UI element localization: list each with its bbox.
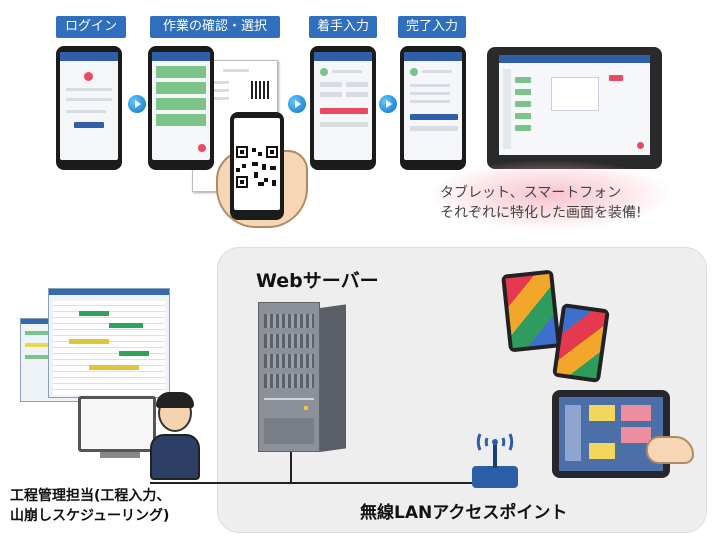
wifi-icon bbox=[476, 433, 514, 451]
tablet-illustration bbox=[552, 390, 670, 478]
step-complete-label: 完了入力 bbox=[398, 16, 466, 38]
qr-code-icon bbox=[236, 146, 278, 188]
access-point-label: 無線LANアクセスポイント bbox=[360, 503, 568, 523]
smartphone-illustration bbox=[552, 303, 610, 383]
schedule-window bbox=[48, 288, 170, 398]
network-line-horizontal bbox=[150, 482, 496, 484]
pc-monitor bbox=[78, 396, 156, 452]
server-icon bbox=[258, 302, 346, 452]
pc-keyboard bbox=[100, 452, 140, 458]
qr-phone bbox=[230, 112, 284, 220]
arrow-right-icon bbox=[379, 95, 397, 113]
step-start-label: 着手入力 bbox=[309, 16, 377, 38]
arrow-right-icon bbox=[128, 95, 146, 113]
login-phone bbox=[56, 46, 122, 170]
arrow-right-icon bbox=[288, 95, 306, 113]
server-title: Webサーバー bbox=[256, 270, 379, 292]
manager-label-line-2: 山崩しスケジューリング) bbox=[10, 508, 170, 524]
caption-highlight bbox=[430, 160, 670, 230]
hand-icon bbox=[646, 436, 694, 464]
access-point-antenna bbox=[493, 440, 497, 468]
manager-label: 工程管理担当(工程入力、 山崩しスケジューリング) bbox=[10, 486, 170, 526]
network-line-vertical bbox=[290, 452, 292, 483]
caption-line-1: タブレット、スマートフォン bbox=[440, 185, 622, 201]
smartphone-illustration bbox=[501, 269, 561, 353]
access-point-device bbox=[472, 466, 518, 488]
complete-input-phone bbox=[400, 46, 466, 170]
person-icon bbox=[150, 392, 200, 484]
step-select-label: 作業の確認・選択 bbox=[150, 16, 280, 38]
tablet-device bbox=[487, 47, 662, 169]
start-input-phone bbox=[310, 46, 376, 170]
work-list-phone bbox=[148, 46, 214, 170]
manager-label-line-1: 工程管理担当(工程入力、 bbox=[10, 488, 171, 504]
caption-line-2: それぞれに特化した画面を装備! bbox=[440, 205, 642, 221]
step-login-label: ログイン bbox=[56, 16, 126, 38]
